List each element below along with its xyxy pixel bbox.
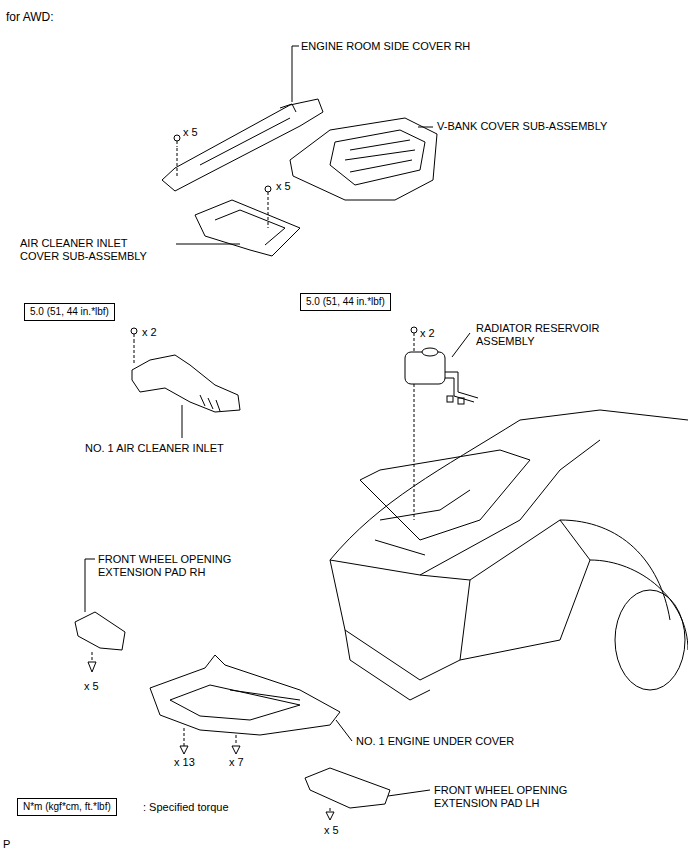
part-name: NO. 1 ENGINE UNDER COVER [356,735,514,748]
quantity: x 5 [276,180,291,193]
part-name: RADIATOR RESERVOIR ASSEMBLY [476,322,601,348]
torque-box: 5.0 (51, 44 in.*lbf) [300,293,391,311]
quantity: x 13 [174,756,195,769]
part-name: NO. 1 AIR CLEANER INLET [85,442,224,455]
part-name: FRONT WHEEL OPENING EXTENSION PAD LH [434,784,594,810]
torque-text: 5.0 (51, 44 in.*lbf) [306,296,385,307]
title: for AWD: [6,10,54,24]
quantity: x 5 [183,126,198,139]
torque-text: N*m (kgf*cm, ft.*lbf) [23,801,111,812]
part-name: FRONT WHEEL OPENING EXTENSION PAD RH [98,553,258,579]
quantity: x 5 [324,824,339,837]
legend-note: : Specified torque [143,801,229,814]
part-name: ENGINE ROOM SIDE COVER RH [301,40,470,53]
torque-box: N*m (kgf*cm, ft.*lbf) [17,798,117,816]
torque-box: 5.0 (51, 44 in.*lbf) [24,303,115,321]
part-name: AIR CLEANER INLET COVER SUB-ASSEMBLY [20,237,155,263]
figure-code: P [3,838,10,851]
quantity: x 2 [420,327,435,340]
part-name: V-BANK COVER SUB-ASSEMBLY [437,120,607,133]
torque-text: 5.0 (51, 44 in.*lbf) [30,306,109,317]
quantity: x 7 [229,756,244,769]
quantity: x 5 [84,680,99,693]
quantity: x 2 [142,326,157,339]
